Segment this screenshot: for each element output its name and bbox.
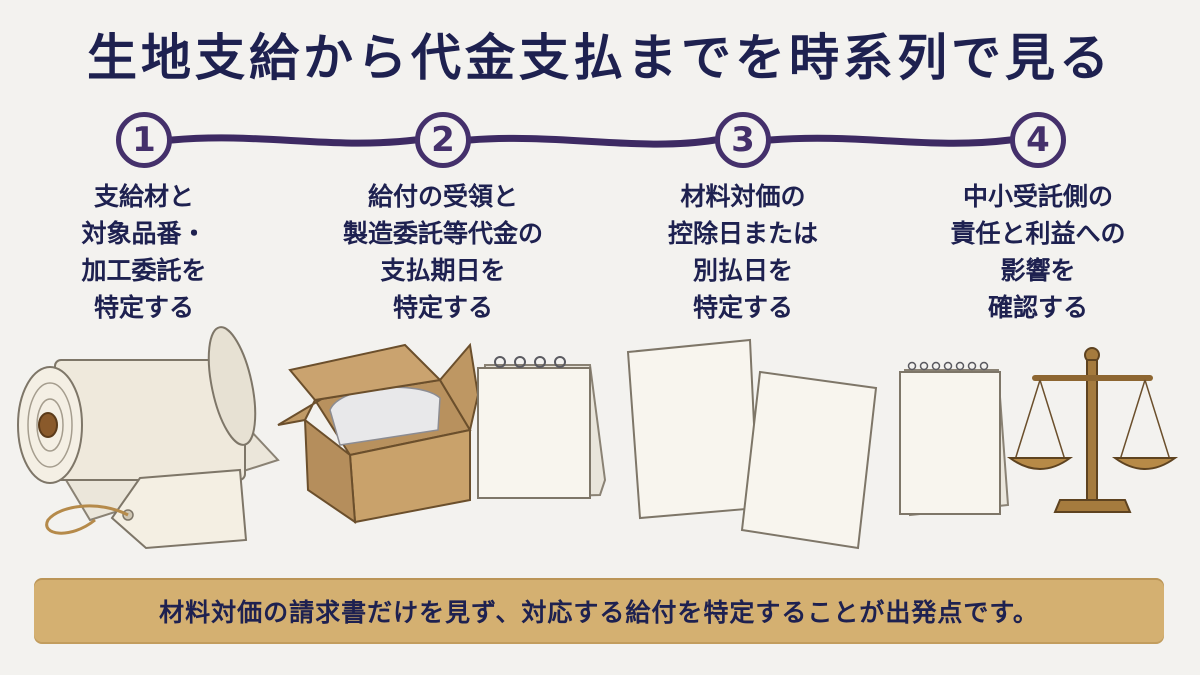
conclusion-text: 材料対価の請求書だけを見ず、対応する給付を特定することが出発点です。 — [159, 593, 1039, 629]
step-1-number: 1 — [116, 112, 172, 168]
step-2-text: 給付の受領と 製造委託等代金の 支払期日を 特定する — [303, 178, 583, 326]
desk-calendar-icon — [478, 357, 605, 498]
conclusion-banner: 材料対価の請求書だけを見ず、対応する給付を特定することが出発点です。 — [34, 578, 1164, 644]
cardboard-box-icon — [278, 345, 478, 522]
step-3-text: 材料対価の 控除日または 別払日を 特定する — [603, 178, 883, 326]
notepad-icon — [900, 363, 1008, 516]
step-2-number: 2 — [415, 112, 471, 168]
step-1-text: 支給材と 対象品番・ 加工委託を 特定する — [4, 178, 284, 326]
illustrations — [0, 320, 1200, 560]
balance-scale-icon — [1010, 348, 1175, 512]
paper-sheets-icon — [628, 340, 876, 548]
step-4-text: 中小受託側の 責任と利益への 影響を 確認する — [898, 178, 1178, 326]
step-4-number: 4 — [1010, 112, 1066, 168]
step-3-number: 3 — [715, 112, 771, 168]
page-title: 生地支給から代金支払までを時系列で見る — [0, 18, 1200, 90]
